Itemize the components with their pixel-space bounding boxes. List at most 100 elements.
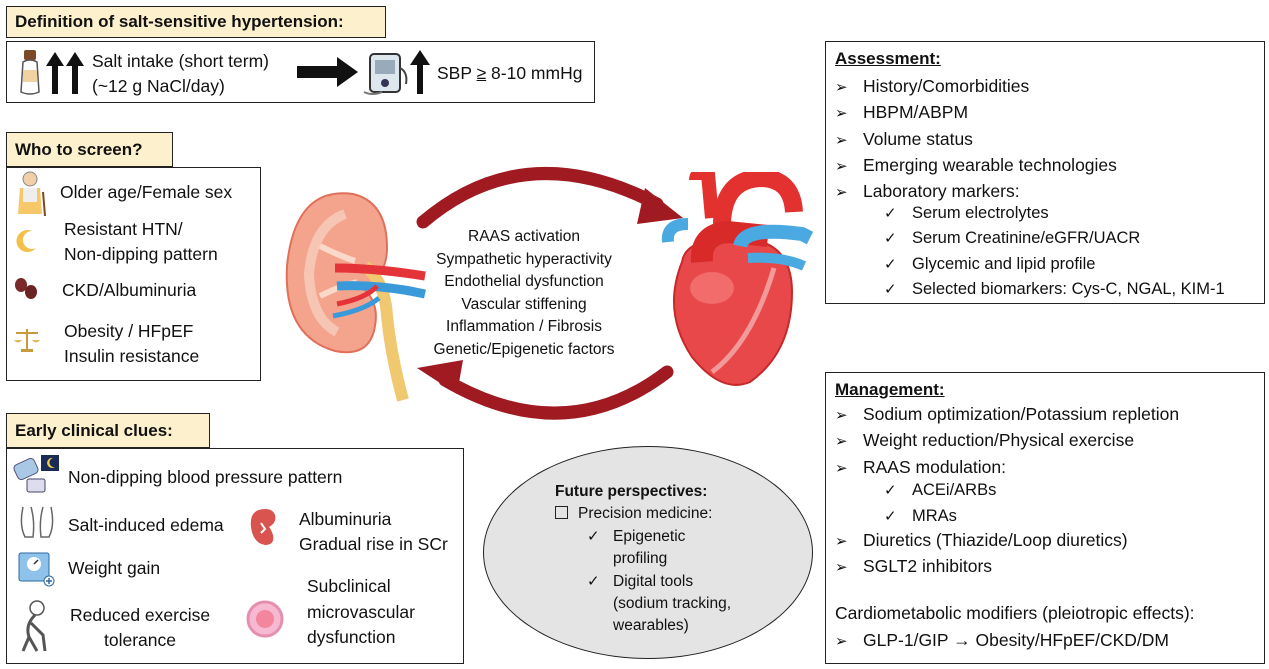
clue-weight-gain: Weight gain: [68, 558, 161, 578]
future-digital-line2: (sodium tracking,: [613, 595, 732, 613]
arrow-bullet-icon: ➢: [835, 407, 848, 424]
bp-cuff-icon: [13, 455, 59, 493]
future-ellipse: [483, 446, 813, 659]
clue-micro-line2: microvascular: [307, 602, 415, 622]
future-epigenetic: ✓Epigenetic: [555, 526, 731, 548]
check-icon: ✓: [587, 527, 600, 545]
arrow-bullet-icon: ➢: [835, 433, 848, 451]
assessment-item: ➢Volume status: [835, 127, 1117, 153]
management-item: ➢SGLT2 inhibitors: [835, 554, 1128, 580]
clue-exercise-line2: tolerance: [104, 630, 176, 650]
bp-monitor-icon: [363, 53, 408, 95]
right-arrow-glyph: →: [953, 630, 971, 650]
elderly-woman-icon: [18, 171, 46, 217]
check-icon: ✓: [884, 482, 897, 499]
scale-icon: [14, 329, 40, 352]
clue-micro-line3: dysfunction: [307, 627, 396, 647]
mechanism-4: Vascular stiffening: [461, 295, 587, 313]
cycle-arrow-top: [416, 167, 664, 229]
definition-header: Definition of salt-sensitive hypertensio…: [6, 6, 386, 38]
salt-intake-line1: Salt intake (short term): [92, 51, 269, 71]
future-content: Future perspectives: Precision medicine:…: [555, 481, 731, 638]
screen-item-2-line1: Resistant HTN/: [64, 219, 183, 239]
raas-item: ✓MRAs: [884, 504, 996, 530]
right-arrow-icon: [297, 57, 358, 87]
assessment-sublist: ✓Serum electrolytes ✓Serum Creatinine/eG…: [884, 201, 1225, 302]
screen-box: Older age/Female sex Resistant HTN/ Non-…: [6, 167, 261, 381]
management-box: Management: ➢Sodium optimization/Potassi…: [825, 372, 1265, 664]
tired-figure-icon: [21, 600, 47, 652]
arrow-bullet-icon: ➢: [835, 184, 848, 202]
future-epigenetic-line2: profiling: [613, 550, 668, 568]
management-list-2: ➢Diuretics (Thiazide/Loop diuretics) ➢SG…: [835, 528, 1128, 581]
management-list: ➢Sodium optimization/Potassium repletion…: [835, 402, 1179, 481]
lab-marker-item: ✓Serum Creatinine/eGFR/UACR: [884, 226, 1225, 251]
management-title: Management:: [835, 380, 945, 399]
arrow-bullet-icon: ➢: [835, 131, 848, 149]
definition-box: Salt intake (short term) (~12 g NaCl/day…: [6, 41, 595, 103]
clue-nondipping: Non-dipping blood pressure pattern: [68, 467, 343, 487]
clue-albuminuria-line1: Albuminuria: [299, 509, 392, 529]
definition-title: Definition of salt-sensitive hypertensio…: [15, 12, 344, 31]
raas-sublist: ✓ACEi/ARBs ✓MRAs: [884, 478, 996, 529]
mechanism-2: Sympathetic hyperactivity: [436, 250, 612, 268]
modifiers-heading: Cardiometabolic modifiers (pleiotropic e…: [835, 603, 1195, 623]
checkbox-icon: [555, 506, 568, 520]
future-precision: Precision medicine:: [555, 503, 731, 525]
scale-weight-icon: [18, 552, 55, 587]
check-icon: ✓: [884, 507, 897, 525]
management-item: ➢RAAS modulation:: [835, 455, 1179, 481]
screen-item-2-line2: Non-dipping pattern: [64, 244, 218, 264]
sbp-threshold: SBP ≥ 8-10 mmHg: [437, 63, 583, 83]
clue-edema: Salt-induced edema: [68, 515, 224, 535]
kidney-small-icon: [250, 509, 276, 545]
mechanism-6: Genetic/Epigenetic factors: [433, 340, 615, 358]
up-arrows-icon: [46, 52, 84, 94]
future-title: Future perspectives:: [555, 483, 708, 500]
assessment-list: ➢History/Comorbidities ➢HBPM/ABPM ➢Volum…: [835, 74, 1117, 205]
clue-albuminuria-line2: Gradual rise in SCr: [299, 534, 448, 554]
screen-item-4-line1: Obesity / HFpEF: [64, 321, 194, 341]
check-icon: ✓: [884, 255, 897, 273]
clue-micro-line1: Subclinical: [307, 576, 391, 596]
screen-header: Who to screen?: [6, 132, 173, 167]
assessment-box: Assessment: ➢History/Comorbidities ➢HBPM…: [825, 41, 1265, 304]
salt-shaker-icon: [20, 50, 40, 95]
mechanism-3: Endothelial dysfunction: [444, 273, 604, 291]
arrow-bullet-icon: ➢: [835, 459, 848, 477]
future-digital: ✓Digital tools: [555, 571, 731, 593]
lab-marker-item: ✓Serum electrolytes: [884, 201, 1225, 226]
check-icon: ✓: [884, 280, 897, 298]
mechanism-5: Inflammation / Fibrosis: [446, 318, 602, 336]
cycle-arrows: [416, 167, 683, 420]
assessment-item: ➢History/Comorbidities: [835, 74, 1117, 100]
cycle-arrow-bottom: [438, 365, 674, 420]
arrow-bullet-icon: ➢: [835, 105, 848, 123]
up-arrow-icon: [410, 50, 430, 94]
assessment-title: Assessment:: [835, 49, 941, 68]
lab-marker-item: ✓Selected biomarkers: Cys-C, NGAL, KIM-1: [884, 277, 1225, 302]
arrow-bullet-icon: ➢: [835, 157, 848, 175]
assessment-item: ➢Emerging wearable technologies: [835, 153, 1117, 179]
glp-item: ➢GLP-1/GIP → Obesity/HFpEF/CKD/DM: [835, 630, 1170, 650]
vessel-icon: [246, 600, 284, 638]
kidney-illustration: [285, 192, 426, 402]
mechanism-list: RAAS activation Sympathetic hyperactivit…: [424, 226, 624, 362]
clues-header: Early clinical clues:: [6, 413, 210, 448]
screen-title: Who to screen?: [15, 139, 143, 159]
screen-item-1-line1: Older age/Female sex: [60, 182, 233, 202]
moon-icon: [16, 230, 36, 253]
assessment-item: ➢HBPM/ABPM: [835, 100, 1117, 126]
management-item: ➢Diuretics (Thiazide/Loop diuretics): [835, 528, 1128, 554]
screen-item-4-line2: Insulin resistance: [64, 346, 200, 366]
screen-item-3-line1: CKD/Albuminuria: [62, 280, 197, 300]
mechanism-1: RAAS activation: [468, 228, 580, 245]
raas-item: ✓ACEi/ARBs: [884, 478, 996, 504]
check-icon: ✓: [884, 205, 897, 222]
arrow-bullet-icon: ➢: [835, 633, 848, 650]
management-item: ➢Sodium optimization/Potassium repletion: [835, 402, 1179, 428]
heart-illustration: [661, 172, 814, 386]
check-icon: ✓: [587, 572, 600, 590]
clues-box: Non-dipping blood pressure pattern Salt-…: [6, 448, 464, 664]
future-digital-line3: wearables): [613, 617, 689, 635]
